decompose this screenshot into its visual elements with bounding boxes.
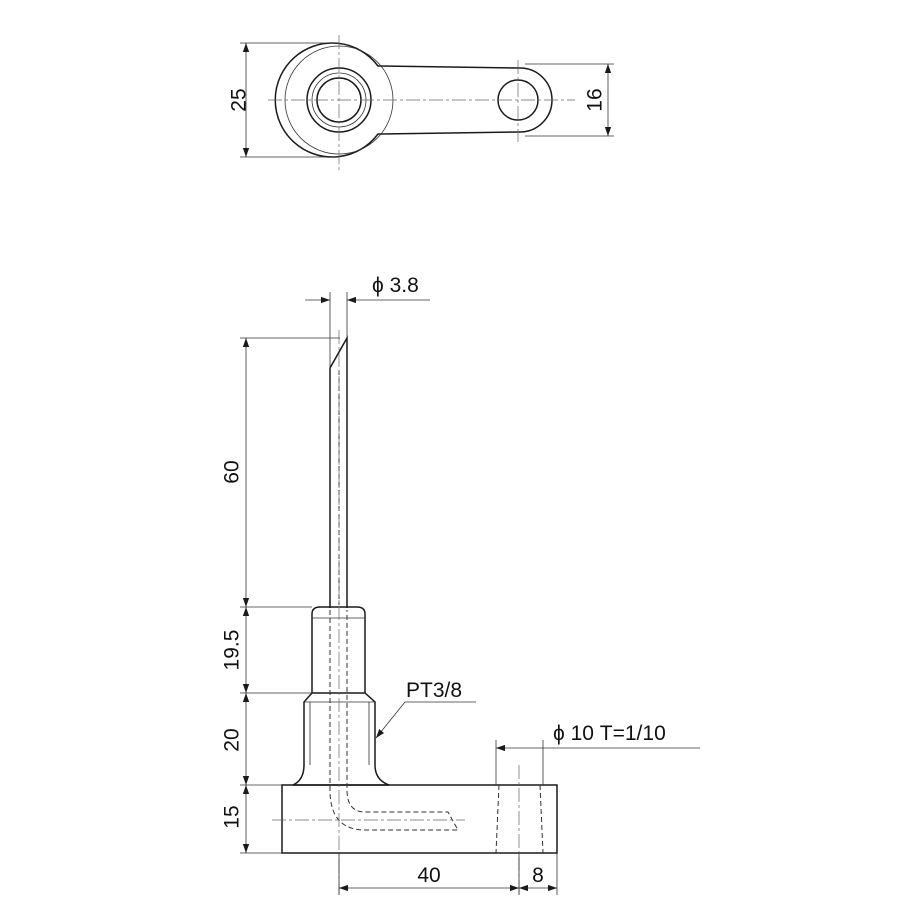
dim-25-label: 25 [228,88,251,111]
dimension-chain-horizontal: 40 8 [338,853,558,895]
dimension-chain-vertical: 60 19.5 20 15 [221,337,340,854]
tapered-hole-right [539,784,544,854]
hole-callout: ϕ 10 T=1/10 [495,722,700,785]
base-block [281,784,558,854]
top-view: 25 16 [228,35,614,170]
dimension-probe-diameter: ϕ 3.8 [305,274,430,368]
dimension-16: 16 [525,63,614,137]
dim-15-label: 15 [221,805,244,828]
dim-60-label: 60 [221,460,244,483]
body-shank [311,606,366,693]
top-view-outline [274,42,553,158]
dim-phi-3-8-label: ϕ 3.8 [372,274,419,297]
dim-16-label: 16 [584,88,607,111]
pt3-8-label: PT3/8 [406,679,462,702]
dimension-25: 25 [228,42,339,158]
dim-19-5-label: 19.5 [221,630,244,671]
side-view: 60 19.5 20 15 ϕ 3.8 PT3/8 ϕ 10 T=1/10 [221,274,700,895]
internal-passage-hidden [329,610,459,831]
tapered-hole-left [495,784,500,854]
dim-20-label: 20 [221,728,244,751]
phi-10-taper-label: ϕ 10 T=1/10 [553,722,666,745]
dim-40-label: 40 [417,864,440,887]
thread-section [292,692,390,786]
probe-needle [329,335,348,608]
thread-callout: PT3/8 [375,679,476,739]
dim-8-label: 8 [532,864,544,887]
